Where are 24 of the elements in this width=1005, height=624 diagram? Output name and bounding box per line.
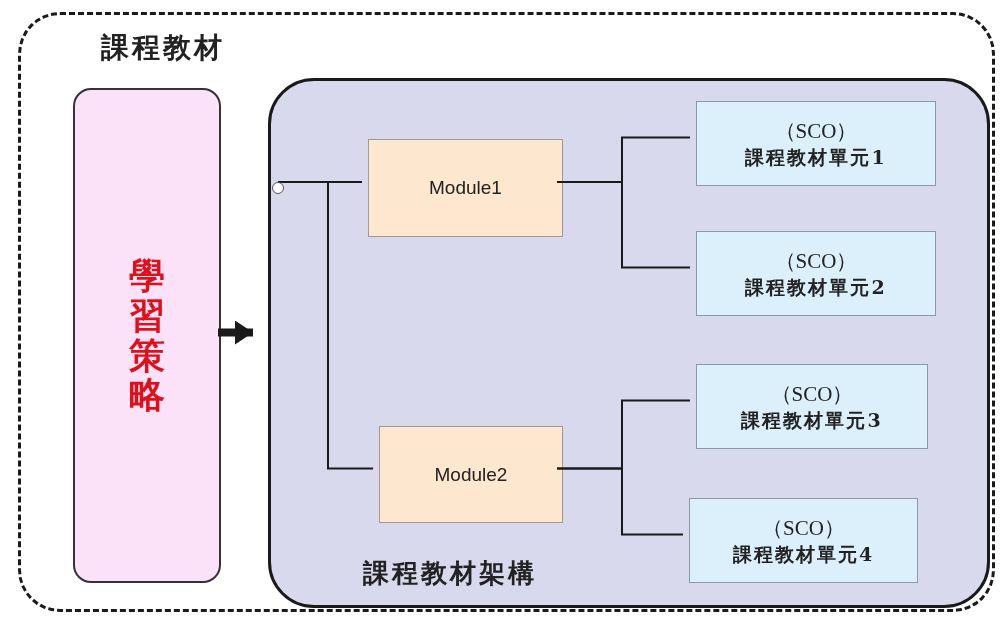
connector-line — [556, 467, 684, 536]
unit-box — [696, 364, 928, 449]
group-title: 課程教材 — [101, 30, 225, 66]
strategy-box — [73, 88, 221, 583]
unit-type-label: （SCO） — [774, 247, 858, 275]
module-box — [379, 426, 563, 523]
connector-dot — [272, 182, 284, 194]
unit-label: 課程教材單元1 — [745, 144, 887, 170]
strategy-label: 學習策略 — [129, 256, 165, 415]
panel-title: 課程教材架構 — [363, 557, 537, 590]
framework-panel — [268, 78, 990, 608]
unit-label: 課程教材單元3 — [741, 407, 883, 433]
unit-type-label: （SCO） — [762, 514, 845, 542]
unit-box — [696, 101, 936, 186]
unit-type-label: （SCO） — [770, 380, 854, 408]
unit-box — [696, 231, 936, 316]
unit-label: 課程教材單元2 — [745, 274, 887, 300]
unit-type-label: （SCO） — [774, 117, 858, 145]
module-label: Module1 — [429, 177, 502, 199]
unit-label: 課程教材單元4 — [732, 541, 875, 567]
module-box — [368, 139, 563, 237]
unit-box — [689, 498, 918, 583]
dashed-group-frame — [18, 12, 995, 612]
module-label: Module2 — [434, 463, 508, 486]
